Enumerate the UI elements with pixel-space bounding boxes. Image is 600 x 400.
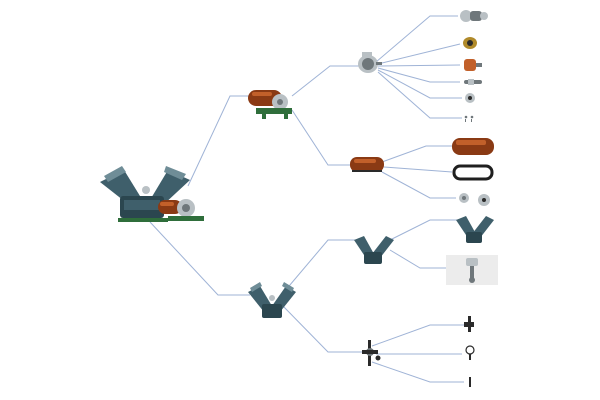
connector-guard-p3 (381, 171, 456, 199)
crankshaft-assembly-icon (362, 340, 381, 366)
connector-head-p1 (389, 219, 458, 241)
guard-cover-icon (452, 138, 494, 155)
connector-guard-p1 (381, 145, 452, 163)
connector-motor-p2 (377, 43, 461, 65)
cylinder-block-icon (456, 216, 494, 243)
connectors (149, 15, 464, 383)
drive-belt-icon (452, 164, 494, 181)
connector-motor-p4 (377, 67, 460, 83)
connector-drive-guard (291, 109, 352, 166)
connector-pump-crank (281, 304, 362, 353)
air-compressor-assembly-icon (100, 166, 204, 222)
connector-motor-p5 (377, 69, 462, 99)
motor-belt-guard-assembly-icon (248, 90, 292, 119)
pin-icon (469, 377, 471, 387)
connector-motor-p3 (377, 64, 461, 67)
small-fasteners-icon (464, 115, 474, 122)
connector-drive-motor (291, 65, 360, 97)
connector-motor-p1 (375, 15, 458, 63)
connector-motor-p6 (377, 71, 462, 119)
connector-crank-p1 (371, 324, 464, 347)
connector-guard-p2 (383, 166, 453, 173)
connector-crank-p3 (371, 361, 464, 383)
v-twin-pump-icon (248, 282, 296, 318)
motor-housing-part-icon (460, 10, 488, 22)
pulley-icon (459, 193, 490, 206)
rotor-icon (464, 59, 482, 71)
connector-pump-head (283, 239, 356, 293)
bushing-icon (463, 37, 477, 49)
belt-guard-icon (350, 157, 384, 172)
electric-motor-icon (358, 52, 382, 73)
connector-root-pump (149, 221, 250, 296)
shaft-icon (464, 79, 482, 85)
cylinder-head-icon (354, 236, 394, 264)
connector-root-motor (187, 95, 250, 187)
bearing-icon (465, 93, 475, 103)
connector-head-p2 (389, 249, 446, 269)
flywheel-icon (464, 316, 474, 332)
piston-connecting-rod-icon (446, 255, 498, 285)
gauge-icon (465, 345, 475, 360)
